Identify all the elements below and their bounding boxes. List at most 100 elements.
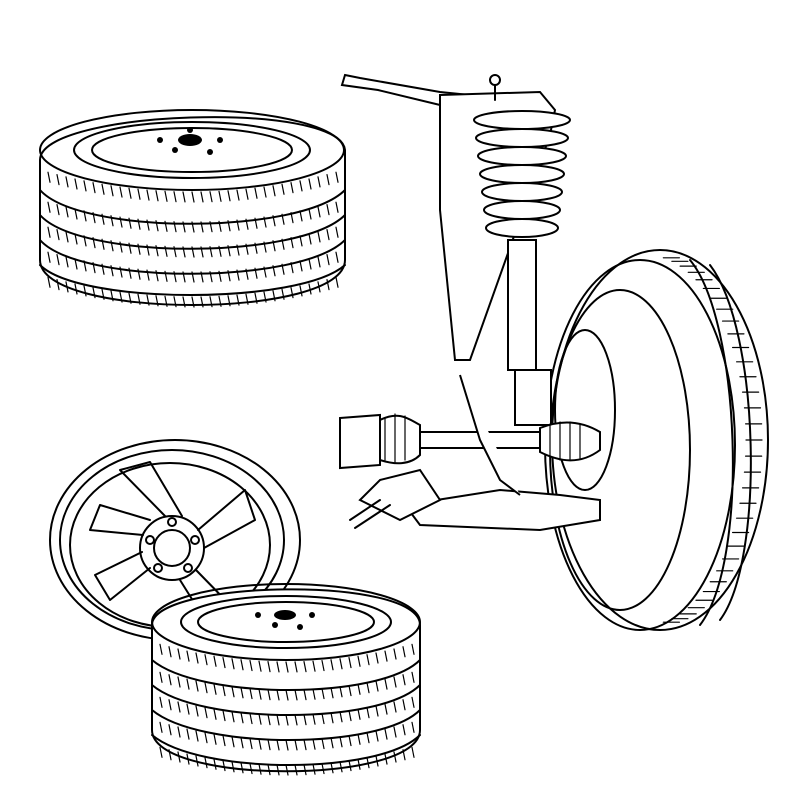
tread-line	[276, 661, 280, 673]
tread-line	[263, 186, 267, 198]
tread-line	[186, 678, 190, 690]
spring-coil	[473, 110, 571, 130]
tread-line	[339, 686, 343, 698]
tread-line	[272, 240, 276, 252]
tread-line	[411, 643, 415, 655]
tread-line	[276, 764, 280, 776]
tread-line	[317, 206, 321, 218]
tread-line	[101, 213, 105, 225]
tread-line	[254, 242, 258, 254]
tread-line	[267, 661, 271, 673]
tread-line	[164, 190, 168, 202]
tread-line	[213, 708, 217, 720]
tread-line	[312, 713, 316, 725]
tread-line	[375, 755, 379, 767]
tread-line	[267, 739, 271, 751]
tread-line	[281, 238, 285, 250]
tread-line	[339, 761, 343, 773]
tread-line	[146, 294, 150, 306]
tread-line	[258, 688, 262, 700]
tread-line	[411, 721, 415, 733]
tread-line	[191, 221, 195, 233]
tread-line	[402, 674, 406, 686]
tread-line	[101, 238, 105, 250]
tread-line	[335, 276, 339, 288]
tread-line	[236, 269, 240, 281]
tread-line	[384, 703, 388, 715]
tread-line	[366, 707, 370, 719]
tread-line	[263, 216, 267, 228]
tread-line	[209, 246, 213, 258]
tread-line	[267, 714, 271, 726]
tread-line	[227, 220, 231, 232]
tread-line	[209, 296, 213, 308]
tread-line	[294, 661, 298, 673]
tread-line	[299, 260, 303, 272]
tread-line	[83, 260, 87, 272]
tread-line	[330, 762, 334, 774]
tread-line	[384, 728, 388, 740]
tread-line	[200, 271, 204, 283]
tread-line	[101, 183, 105, 195]
tread-line	[294, 764, 298, 776]
tread-marks	[159, 643, 415, 776]
tread-line	[335, 171, 339, 183]
tread-line	[317, 256, 321, 268]
tread-line	[245, 243, 249, 255]
tread-line	[128, 217, 132, 229]
tread-line	[83, 235, 87, 247]
tread-line	[65, 231, 69, 243]
tread-line	[92, 212, 96, 224]
tread-line	[186, 650, 190, 662]
tread-line	[110, 215, 114, 227]
tread-line	[240, 737, 244, 749]
tread-line	[281, 263, 285, 275]
tread-line	[263, 291, 267, 303]
tread-line	[204, 654, 208, 666]
tread-line	[411, 671, 415, 683]
tread-line	[263, 266, 267, 278]
tread-line	[168, 699, 172, 711]
tread-line	[74, 283, 78, 295]
suspension-assembly	[339, 73, 769, 631]
tread-line	[119, 266, 123, 278]
tread-line	[110, 240, 114, 252]
tread-line	[110, 265, 114, 277]
tread-line	[204, 732, 208, 744]
tread-line	[227, 270, 231, 282]
tread-line	[348, 656, 352, 669]
tread-line	[335, 226, 339, 238]
tread-line	[326, 254, 330, 266]
tread-line	[236, 189, 240, 201]
tread-line	[299, 235, 303, 247]
tread-line	[330, 712, 334, 724]
tread-line	[366, 757, 370, 769]
tread-line	[236, 244, 240, 256]
tread-line	[321, 659, 325, 672]
tread-line	[200, 191, 204, 203]
tread-line	[146, 219, 150, 231]
tread-line	[146, 189, 150, 201]
tread-line	[258, 738, 262, 750]
tread-line	[227, 245, 231, 257]
tread-line	[204, 682, 208, 694]
tread-line	[155, 245, 159, 257]
tread-line	[83, 285, 87, 297]
tread-line	[177, 676, 181, 688]
tread-line	[119, 186, 123, 198]
tread-line	[348, 759, 352, 772]
tread-line	[326, 204, 330, 216]
tread-line	[366, 654, 370, 666]
tread-line	[159, 696, 163, 708]
tread-line	[186, 753, 190, 765]
tread-line	[222, 684, 226, 697]
tread-line	[182, 271, 186, 283]
tread-line	[110, 290, 114, 302]
tread-line	[357, 733, 361, 745]
tread-line	[290, 262, 294, 274]
tread-line	[195, 730, 199, 742]
tread-line	[375, 680, 379, 692]
tread-line	[177, 648, 181, 660]
tread-line	[227, 295, 231, 307]
tread-line	[213, 758, 217, 770]
